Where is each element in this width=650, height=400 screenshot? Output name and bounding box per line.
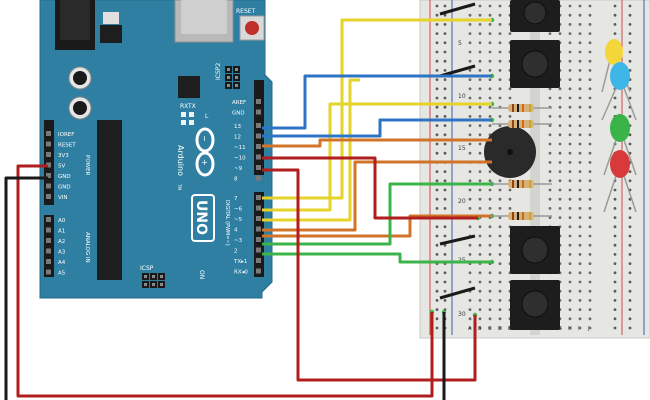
digital-pin-label: ~9 bbox=[234, 166, 243, 172]
wire-red bbox=[262, 168, 477, 382]
wire-orange bbox=[262, 214, 492, 238]
power-pin-label: GND bbox=[58, 185, 71, 191]
capacitor bbox=[68, 66, 92, 90]
digital-pin-label: TX▸1 bbox=[233, 259, 247, 265]
column-letter-label: C bbox=[488, 326, 492, 332]
row-number-label: 20 bbox=[458, 198, 466, 205]
column-letter-label: D bbox=[498, 326, 502, 332]
capacitor bbox=[68, 96, 92, 120]
row-number-label: 30 bbox=[458, 311, 466, 318]
push-button[interactable] bbox=[510, 280, 560, 330]
digital-pin-label: 2 bbox=[234, 249, 238, 255]
digital-section-label: DIGITAL (PWM=~) bbox=[224, 200, 230, 246]
analog-pin-label: A4 bbox=[58, 260, 66, 266]
icsp-header bbox=[142, 273, 165, 288]
column-letter-label: G bbox=[558, 326, 562, 332]
analog-pin-label: A5 bbox=[58, 271, 66, 277]
column-letter-label: J bbox=[587, 326, 589, 332]
board-name: Arduino bbox=[176, 145, 185, 176]
analog-pin-label: A3 bbox=[58, 250, 66, 256]
push-button[interactable] bbox=[510, 226, 560, 274]
column-letter-label: E bbox=[508, 326, 511, 332]
wire-green bbox=[262, 252, 492, 264]
svg-text:+: + bbox=[200, 159, 209, 166]
power-pin-label: IOREF bbox=[58, 132, 74, 138]
row-number-label: 5 bbox=[458, 40, 462, 47]
reset-label: RESET bbox=[236, 8, 256, 15]
digital-headers: AREF GND 13 12 ~11 ~10 ~9 8 7 ~6 ~5 4 ~3 2TX▸1RX◂0 DIG… bbox=[224, 80, 264, 277]
analog-section-label: ANALOG IN bbox=[84, 232, 90, 263]
wire-green bbox=[262, 182, 492, 246]
icsp-label: ICSP bbox=[140, 265, 154, 272]
column-letter-label: I bbox=[578, 326, 579, 332]
wire-black bbox=[4, 176, 48, 400]
digital-pin-label: 4 bbox=[234, 228, 238, 234]
wires bbox=[4, 18, 492, 400]
analog-pin-label: A0 bbox=[58, 218, 66, 224]
power-pin-label: 5V bbox=[58, 164, 65, 170]
piezo-buzzer bbox=[484, 126, 536, 178]
analog-pin-label: A2 bbox=[58, 239, 65, 245]
board-model: UNO bbox=[193, 200, 209, 235]
row-number-label: 15 bbox=[458, 145, 466, 152]
digital-pin-label: 7 bbox=[234, 196, 238, 202]
wire-blue bbox=[262, 74, 492, 130]
svg-text:−: − bbox=[200, 135, 209, 142]
digital-pin-label: ~6 bbox=[234, 207, 243, 213]
digital-pin-label: ~3 bbox=[234, 238, 243, 244]
uno-badge: UNO bbox=[191, 194, 215, 242]
push-button[interactable] bbox=[510, 40, 560, 88]
resistor bbox=[492, 120, 552, 128]
icsp2-label: ICSP2 bbox=[215, 63, 222, 80]
wire-red bbox=[262, 156, 478, 220]
digital-pin-label: RX◂0 bbox=[234, 270, 248, 276]
power-pin-label: RESET bbox=[58, 143, 76, 149]
column-letter-label: H bbox=[568, 326, 572, 332]
wire-red bbox=[16, 164, 434, 398]
wire-yellow bbox=[262, 78, 360, 222]
digital-pin-label: AREF bbox=[232, 100, 246, 106]
power-pin-label: 3V3 bbox=[58, 153, 69, 159]
icsp2-header bbox=[225, 66, 240, 89]
led-on-label: ON bbox=[198, 270, 205, 279]
board-tm: TM bbox=[177, 183, 182, 190]
column-letter-label: B bbox=[478, 326, 482, 332]
resistor bbox=[492, 180, 552, 188]
led-blue bbox=[601, 62, 637, 121]
resistor bbox=[492, 212, 552, 220]
digital-pin-label: ~10 bbox=[234, 156, 246, 162]
digital-pin-label: 13 bbox=[234, 124, 241, 130]
led-green bbox=[603, 114, 637, 176]
components bbox=[439, 0, 637, 330]
row-number-label: 10 bbox=[458, 93, 466, 100]
wire-orange bbox=[262, 138, 492, 148]
digital-pin-label: 8 bbox=[234, 177, 238, 183]
digital-pin-label: ~5 bbox=[234, 217, 243, 223]
wire-orange bbox=[262, 160, 492, 232]
power-section-label: POWER bbox=[84, 155, 90, 176]
led-tx-label: TX bbox=[187, 103, 196, 110]
power-pin-label: VIN bbox=[58, 195, 68, 201]
led-l-label: L bbox=[205, 113, 209, 120]
resistor bbox=[492, 104, 552, 112]
power-pin-label: GND bbox=[58, 174, 71, 180]
analog-pin-label: A1 bbox=[58, 229, 65, 235]
digital-pin-label: GND bbox=[232, 111, 245, 117]
wire-yellow bbox=[262, 18, 492, 200]
led-rx-label: RX bbox=[180, 103, 188, 110]
arduino-logo: − + bbox=[195, 127, 215, 177]
atmega-chip bbox=[97, 120, 122, 280]
digital-pin-label: 12 bbox=[234, 135, 241, 141]
wire-blue bbox=[262, 118, 492, 138]
digital-pin-label: ~11 bbox=[234, 145, 246, 151]
push-button[interactable] bbox=[510, 0, 560, 32]
led-red bbox=[603, 150, 637, 213]
arduino-board: RESET ICSP2 L TX RX ICSP ON bbox=[39, 0, 273, 299]
column-letter-label: A bbox=[468, 326, 472, 332]
